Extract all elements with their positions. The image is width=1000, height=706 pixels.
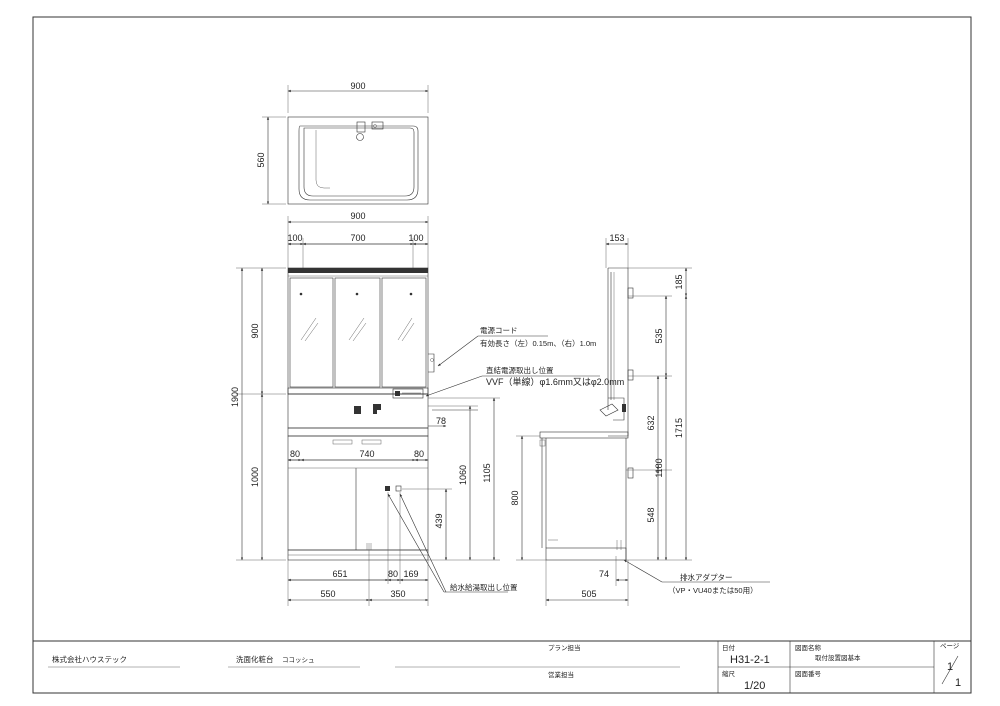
dim-side-800: 800 [510,490,520,505]
dim-h-439: 439 [434,513,444,528]
dim-bottom-651: 651 [332,569,347,579]
page-num: 1 [947,661,953,673]
dim-h-1105: 1105 [482,463,492,482]
dim-bottom-550: 550 [320,589,335,599]
dim-front-width: 900 [350,211,365,221]
date-label: 日付 [722,643,736,652]
drawing-border [32,16,972,694]
side-view: 153 185 1715 535 632 [510,233,692,606]
dim-side-74: 74 [599,569,609,579]
dim-side-1180: 1180 [654,458,664,477]
annotations: 電源コード 有効長さ（左）0.15m、（右）1.0m 直結電源取出し位置 VVF… [387,326,770,595]
drawing-name-label: 図面名称 [795,643,822,652]
dim-side-1715: 1715 [674,418,684,438]
dim-mirror-center: 700 [350,233,365,243]
dim-side-185: 185 [674,274,684,289]
dim-mirror-right: 100 [408,233,423,243]
scale-value: 1/20 [744,680,765,692]
note-direct-power-title: 直結電源取出し位置 [486,365,554,375]
note-drain-adapter-detail: （VP・VU40または50用） [668,586,758,595]
dim-side-153: 153 [609,233,624,243]
scale-label: 縮尺 [722,669,736,678]
dim-offset-78: 78 [436,416,446,426]
dim-height-mirror: 900 [250,323,260,338]
dim-h-1060: 1060 [458,465,468,485]
dim-mirror-left: 100 [287,233,302,243]
drawing-name-value: 取付設置図基本 [815,653,861,662]
note-power-cord-detail: 有効長さ（左）0.15m、（右）1.0m [480,338,596,348]
dim-height-total: 1900 [230,387,240,407]
dim-top-width: 900 [350,81,365,91]
sales-label: 営業担当 [548,670,574,679]
dim-side-505: 505 [581,589,596,599]
date-value: H31-2-1 [730,654,770,666]
dim-cab-left: 80 [290,449,300,459]
product-label: 洗面化粧台 [236,654,274,664]
dim-side-535: 535 [654,328,664,343]
note-water-supply: 給水給湯取出し位置 [450,582,518,592]
page-label: ページ [940,642,960,650]
dim-bottom-169: 169 [403,569,418,579]
note-power-cord-title: 電源コード [480,326,518,335]
top-view: 900 560 [256,81,429,205]
dim-cab-center: 740 [359,449,374,459]
dim-bottom-80: 80 [388,569,398,579]
title-block: 株式会社ハウステック 洗面化粧台 ココッシュ プラン担当 営業担当 日付 H31… [33,640,971,693]
dim-top-depth: 560 [256,152,266,167]
front-view: 900 100 700 100 [230,211,500,606]
dim-cab-right: 80 [414,449,424,459]
drawing-no-label: 図面番号 [795,670,822,678]
dim-side-632: 632 [646,415,656,430]
note-direct-power-detail: VVF（単線）φ1.6mm又はφ2.0mm [486,376,624,387]
plan-label: プラン担当 [548,643,581,652]
dim-height-base: 1000 [250,467,260,487]
page-total: 1 [955,677,961,689]
company-name: 株式会社ハウステック [52,654,127,664]
product-name: ココッシュ [282,656,315,664]
dim-bottom-350: 350 [390,589,405,599]
dim-side-548: 548 [646,507,656,522]
note-drain-adapter: 排水アダプター [680,572,733,582]
